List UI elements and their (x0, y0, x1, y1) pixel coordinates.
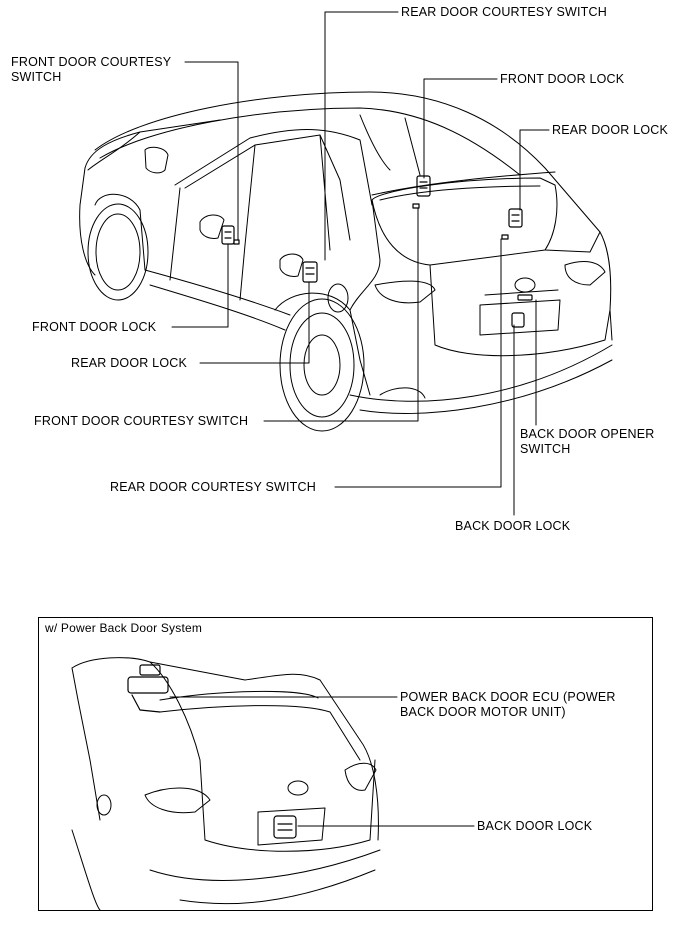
vehicle-outline (79, 91, 613, 432)
label-line: FRONT DOOR COURTESY (11, 55, 172, 69)
label-line: BACK DOOR MOTOR UNIT) (400, 705, 566, 719)
label-rear-door-courtesy-switch-bottom: REAR DOOR COURTESY SWITCH (110, 480, 316, 494)
label-front-door-lock-left: FRONT DOOR LOCK (32, 320, 157, 334)
label-back-door-lock: BACK DOOR LOCK (455, 519, 571, 533)
label-inset-back-door-lock: BACK DOOR LOCK (477, 819, 593, 833)
label-rear-door-courtesy-switch-top: REAR DOOR COURTESY SWITCH (401, 5, 607, 19)
leader-lines (171, 11, 550, 516)
label-front-door-courtesy-switch-bottom: FRONT DOOR COURTESY SWITCH (34, 414, 249, 428)
label-front-door-courtesy-switch-left: FRONT DOOR COURTESY SWITCH (11, 55, 171, 85)
label-power-back-door-ecu: POWER BACK DOOR ECU (POWER BACK DOOR MOT… (400, 690, 616, 720)
inset-leader-lines (169, 696, 475, 827)
label-rear-door-lock-top: REAR DOOR LOCK (552, 123, 669, 137)
label-line: POWER BACK DOOR ECU (POWER (400, 690, 616, 704)
label-back-door-opener-switch: BACK DOOR OPENER SWITCH (520, 427, 654, 457)
label-rear-door-lock-left: REAR DOOR LOCK (71, 356, 188, 370)
inset-vehicle-outline (71, 657, 381, 911)
label-line: SWITCH (11, 70, 62, 84)
label-line: SWITCH (520, 442, 571, 456)
label-line: BACK DOOR OPENER (520, 427, 655, 441)
inset-component-markers (127, 664, 297, 839)
power-back-door-inset (38, 617, 653, 911)
label-front-door-lock-top: FRONT DOOR LOCK (500, 72, 625, 86)
inset-title: w/ Power Back Door System (45, 621, 203, 635)
